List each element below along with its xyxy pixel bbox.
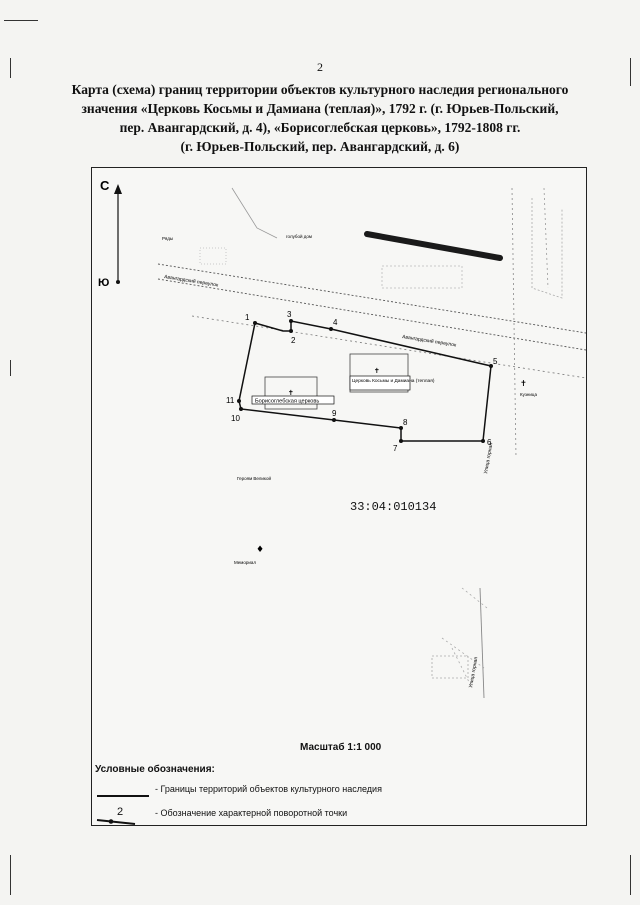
legend-point-text: - Обозначение характерной поворотной точ… xyxy=(155,808,348,818)
boundary-point-label-6: 6 xyxy=(487,438,492,447)
bg-road-top xyxy=(231,187,278,239)
legend-title: Условные обозначения: xyxy=(95,764,215,775)
boundary-point-9 xyxy=(332,418,336,422)
boundary-point-label-8: 8 xyxy=(403,418,408,427)
scan-mark-right-2 xyxy=(630,855,631,895)
cross-icon-right: ✝ xyxy=(520,379,527,388)
title-line-3: пер. Авангардский, д. 4), «Борисоглебска… xyxy=(119,120,521,135)
legend-boundary-text: - Границы территорий объектов культурног… xyxy=(155,784,382,794)
boundary-point-label-9: 9 xyxy=(332,409,337,418)
boundary-point-label-2: 2 xyxy=(291,336,296,345)
north-label: С xyxy=(100,178,110,193)
label-heroes: Героям Великой xyxy=(237,475,271,481)
boundary-point-label-4: 4 xyxy=(333,318,338,327)
boundary-point-3 xyxy=(289,319,293,323)
cross-icon-cosmas: ✝ xyxy=(374,367,380,375)
boundary-point-2 xyxy=(289,329,293,333)
boundary-point-7 xyxy=(399,439,403,443)
title-line-2: значения «Церковь Косьмы и Дамиана (тепл… xyxy=(81,101,559,116)
building-boris-label-box xyxy=(251,395,335,405)
bg-building-mid xyxy=(381,265,463,289)
scan-mark-left-2 xyxy=(10,360,11,376)
scan-mark-top-left xyxy=(4,20,38,21)
boundary-point-11 xyxy=(237,399,241,403)
title-line-1: Карта (схема) границ территории объектов… xyxy=(71,82,569,97)
street-line-lower xyxy=(157,278,586,351)
building-boris-outline xyxy=(264,376,318,410)
scan-mark-left-3 xyxy=(10,855,11,895)
boundary-point-10 xyxy=(239,407,243,411)
boundary-points: 1 2 3 4 5 6 7 8 9 10 11 xyxy=(226,310,498,453)
legend-line-icon xyxy=(97,795,149,797)
label-top-left: Ряды xyxy=(162,236,173,241)
title-line-4: (г. Юрьев-Польский, пер. Авангардский, д… xyxy=(180,139,460,154)
bg-lower-right-building xyxy=(431,655,469,679)
scan-mark-right-1 xyxy=(630,58,631,86)
boundary-point-label-11: 11 xyxy=(226,396,235,405)
label-house: голубой дом xyxy=(286,233,312,239)
boundary-point-label-7: 7 xyxy=(393,444,398,453)
map-svg: С Ю Авангардский переулок Авангардский п… xyxy=(98,178,586,699)
south-label: Ю xyxy=(98,277,109,289)
compass-arrowhead-icon xyxy=(114,184,122,194)
label-right: Кузница xyxy=(520,392,538,397)
map-frame: С Ю Авангардский переулок Авангардский п… xyxy=(91,167,587,826)
cadastral-number: 33:04:010134 xyxy=(350,500,437,514)
street-line-upper xyxy=(157,263,586,334)
building-cosmas-label: Церковь Косьмы и Дамиана (теплая) xyxy=(352,378,435,384)
bg-building-left xyxy=(199,247,227,265)
street-label-left: Авангардский переулок xyxy=(164,273,220,289)
legend-point-icon xyxy=(96,819,136,825)
page-number: 2 xyxy=(317,60,323,74)
boundary-point-8 xyxy=(399,426,403,430)
bg-vertical-dotted-right xyxy=(511,187,517,459)
scale-text: Масштаб 1:1 000 xyxy=(300,742,382,753)
boundary-point-5 xyxy=(489,364,493,368)
building-cosmas-outline xyxy=(349,353,409,393)
bg-road-lower-vertical xyxy=(479,587,485,699)
building-boris-label: Борисоглебская церковь xyxy=(255,399,319,405)
bg-block-right xyxy=(531,198,563,299)
boundary-point-label-5: 5 xyxy=(493,357,498,366)
bg-lower-right-lines xyxy=(441,587,488,689)
dark-road-segment xyxy=(364,231,503,261)
document-title: Карта (схема) границ территории объектов… xyxy=(60,80,580,156)
compass-south-dot-icon xyxy=(116,280,120,284)
label-lower-left: Мемориал xyxy=(234,560,256,565)
building-cosmas-label-box xyxy=(349,375,411,391)
boundary-point-label-1: 1 xyxy=(245,313,250,322)
street-label-right: Авангардский переулок xyxy=(402,333,458,349)
label-street-vertical: Улица горная xyxy=(483,442,494,474)
scan-mark-left-1 xyxy=(10,58,11,78)
boundary-point-1 xyxy=(253,321,257,325)
boundary-point-4 xyxy=(329,327,333,331)
boundary-point-label-10: 10 xyxy=(231,414,240,423)
boundary-point-label-3: 3 xyxy=(287,310,292,319)
cross-icon-boris: ✝ xyxy=(288,389,294,397)
legend-point-number: 2 xyxy=(117,806,124,818)
label-street-vertical-lower: Улица горная xyxy=(468,656,479,688)
street-line-lower-2 xyxy=(191,315,586,379)
monument-icon: ♦ xyxy=(256,545,264,555)
bg-vertical-dotted-right-2 xyxy=(543,187,549,289)
boundary-point-6 xyxy=(481,439,485,443)
